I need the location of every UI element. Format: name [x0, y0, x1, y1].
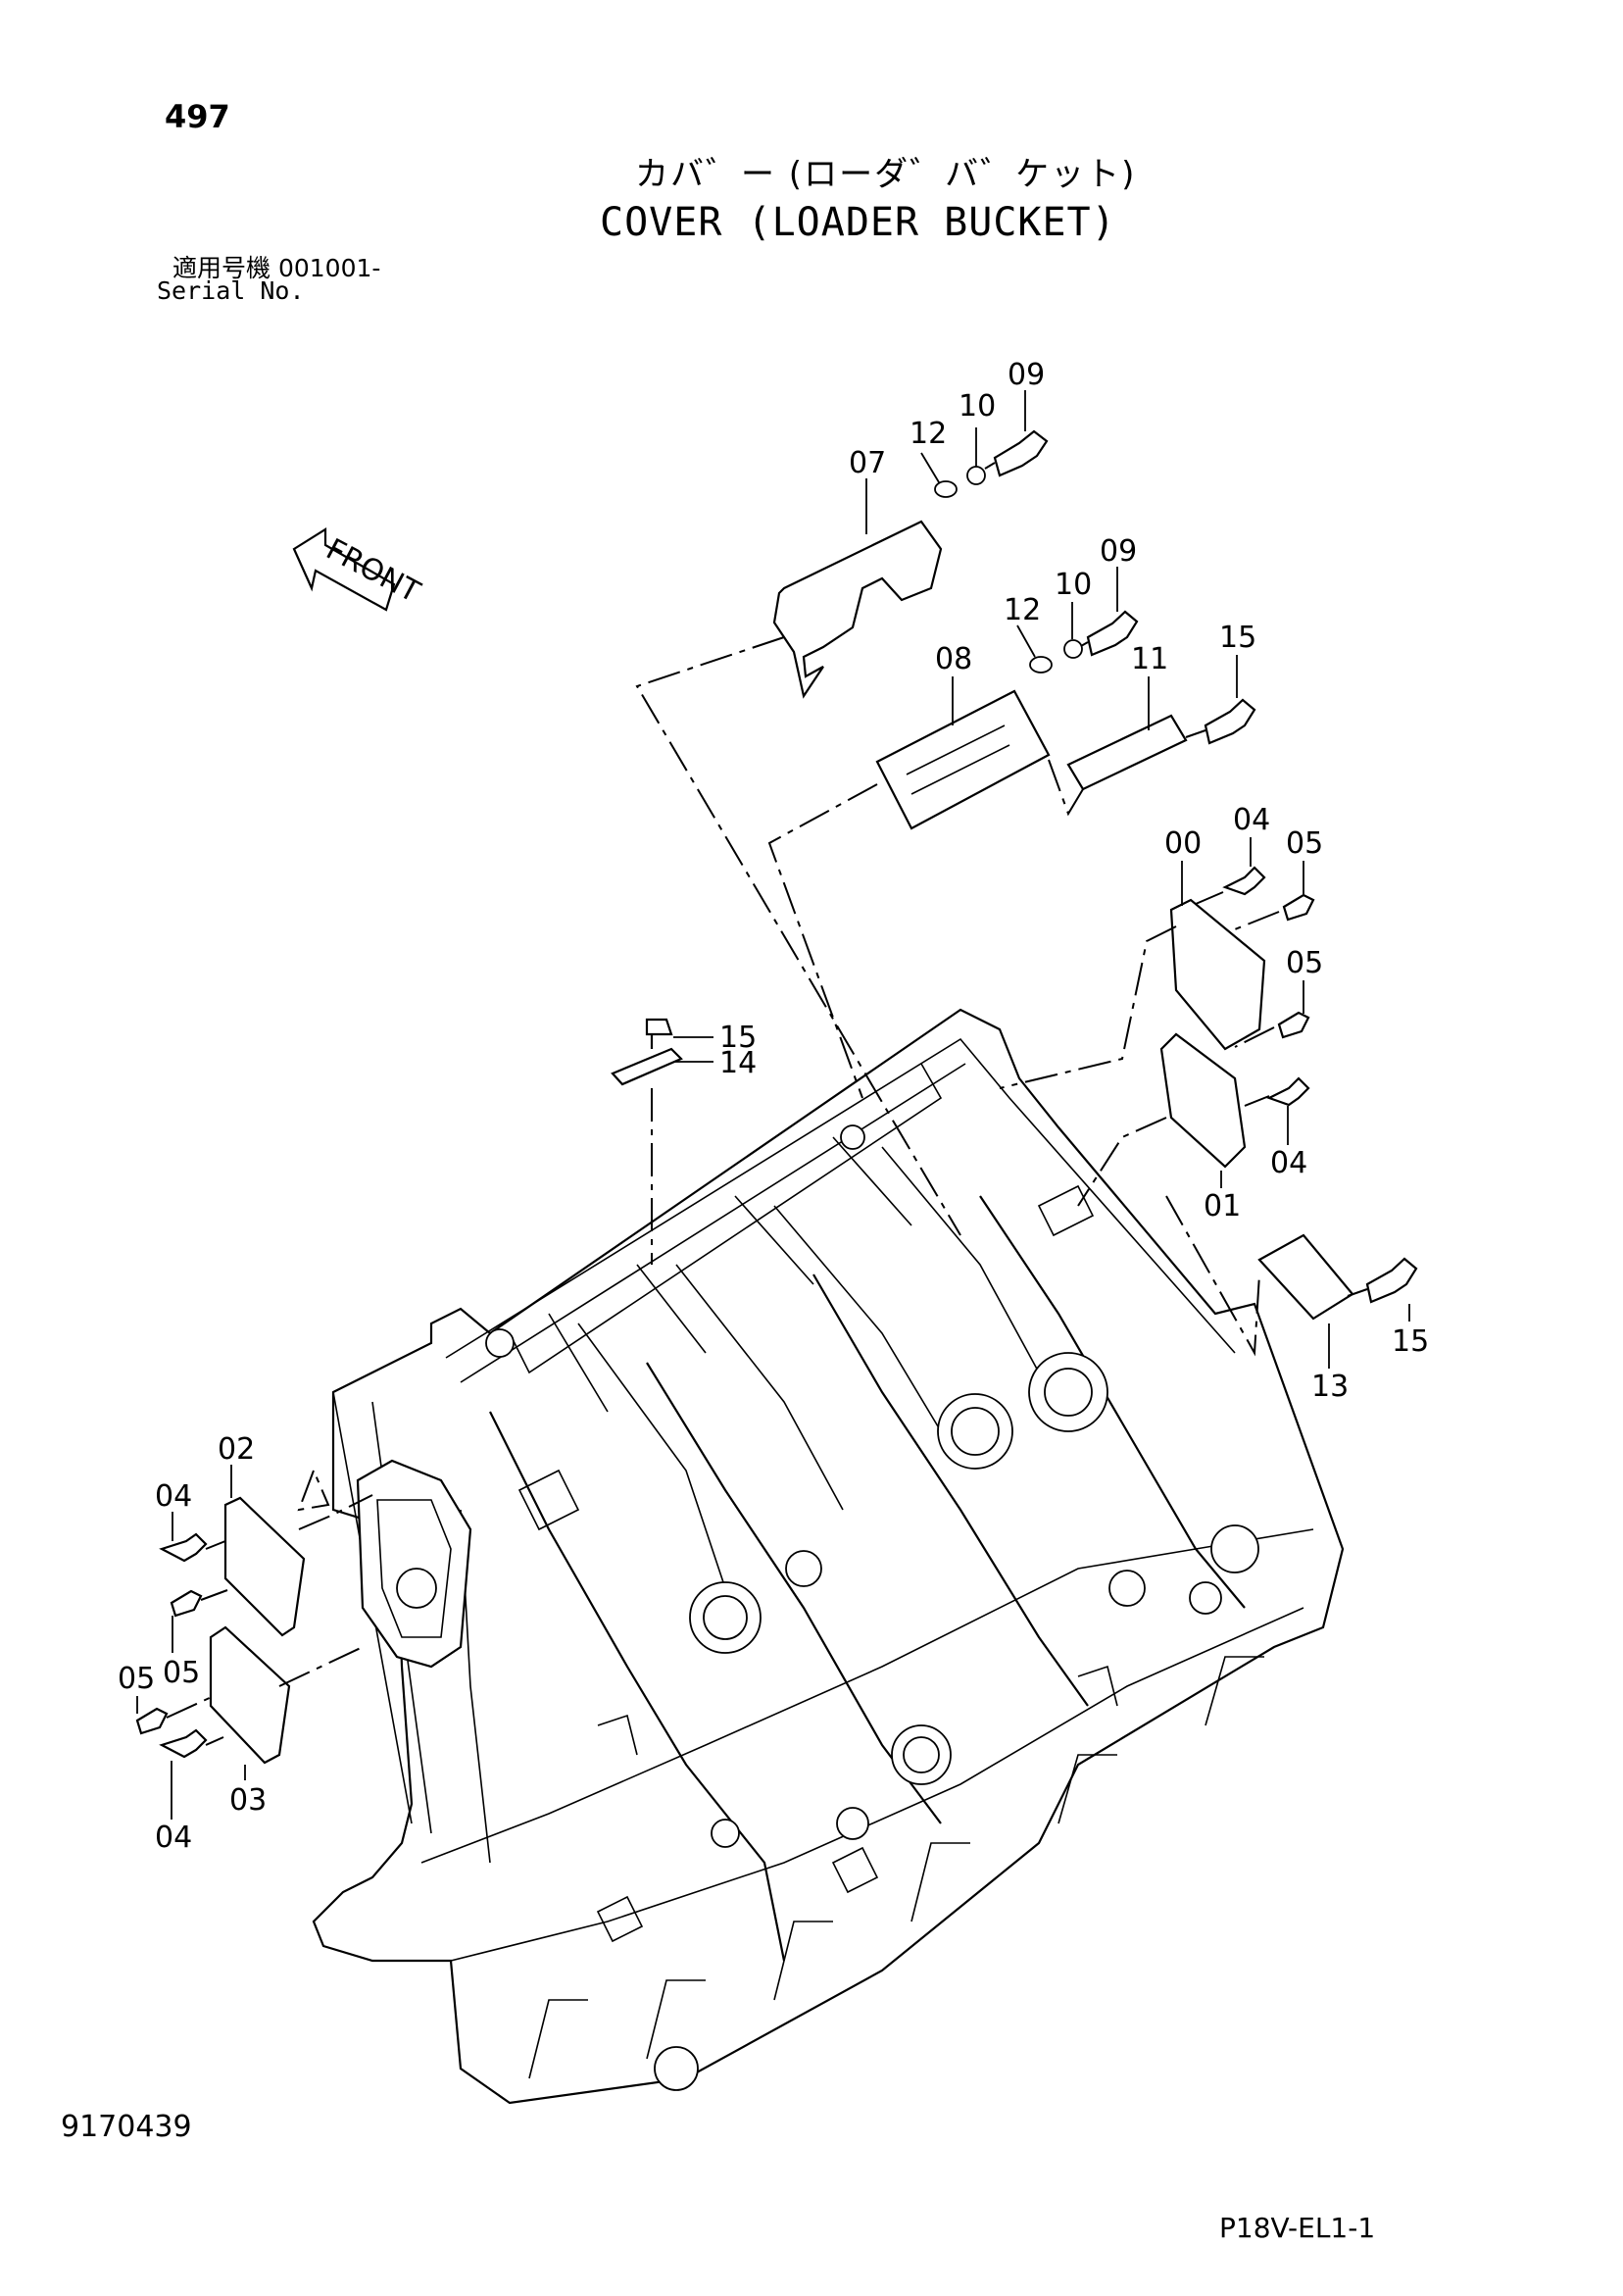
callout-13: 13 [1311, 1370, 1349, 1404]
callout-15-right: 15 [1392, 1324, 1429, 1359]
callout-01: 01 [1204, 1189, 1241, 1223]
part-07-bracket [772, 520, 943, 699]
callout-12-upper: 12 [910, 417, 947, 451]
callout-07: 07 [849, 446, 886, 480]
assembly-lines [166, 462, 1368, 1746]
callout-10-lower: 10 [1055, 568, 1092, 602]
part-14-plate [611, 1047, 683, 1086]
part-03-cover-plate [209, 1625, 291, 1765]
front-label: FRONT [320, 532, 426, 610]
callout-10-upper: 10 [959, 389, 996, 424]
serial-label-english: Serial No. [157, 276, 305, 305]
callout-05-left-outer: 05 [118, 1662, 155, 1696]
callout-00: 00 [1164, 826, 1202, 861]
callout-15-top: 15 [1219, 621, 1256, 655]
part-02-cover-plate [223, 1496, 306, 1637]
callout-02: 02 [218, 1432, 255, 1467]
callout-05-top: 05 [1286, 826, 1323, 861]
part-01-cover-plate [1159, 1032, 1247, 1169]
callout-14: 14 [719, 1046, 757, 1080]
front-arrow-icon: FRONT [292, 527, 426, 612]
page-code: P18V-EL1-1 [1219, 2212, 1376, 2244]
callout-03: 03 [229, 1783, 267, 1818]
callout-04-left-bottom: 04 [155, 1821, 192, 1855]
part-13-cover-plate [1257, 1233, 1354, 1321]
part-11-cover-plate [1066, 714, 1188, 791]
part-00-bracket [1169, 898, 1266, 1051]
callout-08: 08 [935, 642, 972, 676]
callout-15-center: 15 [719, 1021, 757, 1055]
title-japanese: カバ゛ー (ローダ゛バ゛ケット) [635, 155, 1137, 194]
page-number: 497 [165, 98, 230, 135]
drawing-number: 9170439 [61, 2110, 192, 2144]
callout-09-lower: 09 [1100, 534, 1137, 569]
callout-12-lower: 12 [1004, 593, 1041, 627]
callout-04-left-top: 04 [155, 1479, 192, 1514]
callout-09-upper: 09 [1008, 358, 1045, 392]
callout-05-left-inner: 05 [163, 1656, 200, 1690]
part-08-cover-plate [875, 689, 1051, 830]
callout-labels: 09 10 12 07 09 10 12 08 11 15 04 05 00 0… [118, 358, 1429, 1855]
leader-lines [136, 390, 1410, 1820]
serial-label-japanese: 適用号機 001001- [172, 254, 381, 282]
callout-05-right: 05 [1286, 946, 1323, 980]
fasteners [135, 429, 1418, 1759]
callout-04-right: 04 [1270, 1146, 1307, 1180]
title-english: COVER (LOADER BUCKET) [600, 200, 1116, 245]
callout-04-top: 04 [1233, 803, 1270, 837]
loader-bucket-body [312, 1008, 1345, 2105]
callout-11: 11 [1131, 642, 1168, 676]
